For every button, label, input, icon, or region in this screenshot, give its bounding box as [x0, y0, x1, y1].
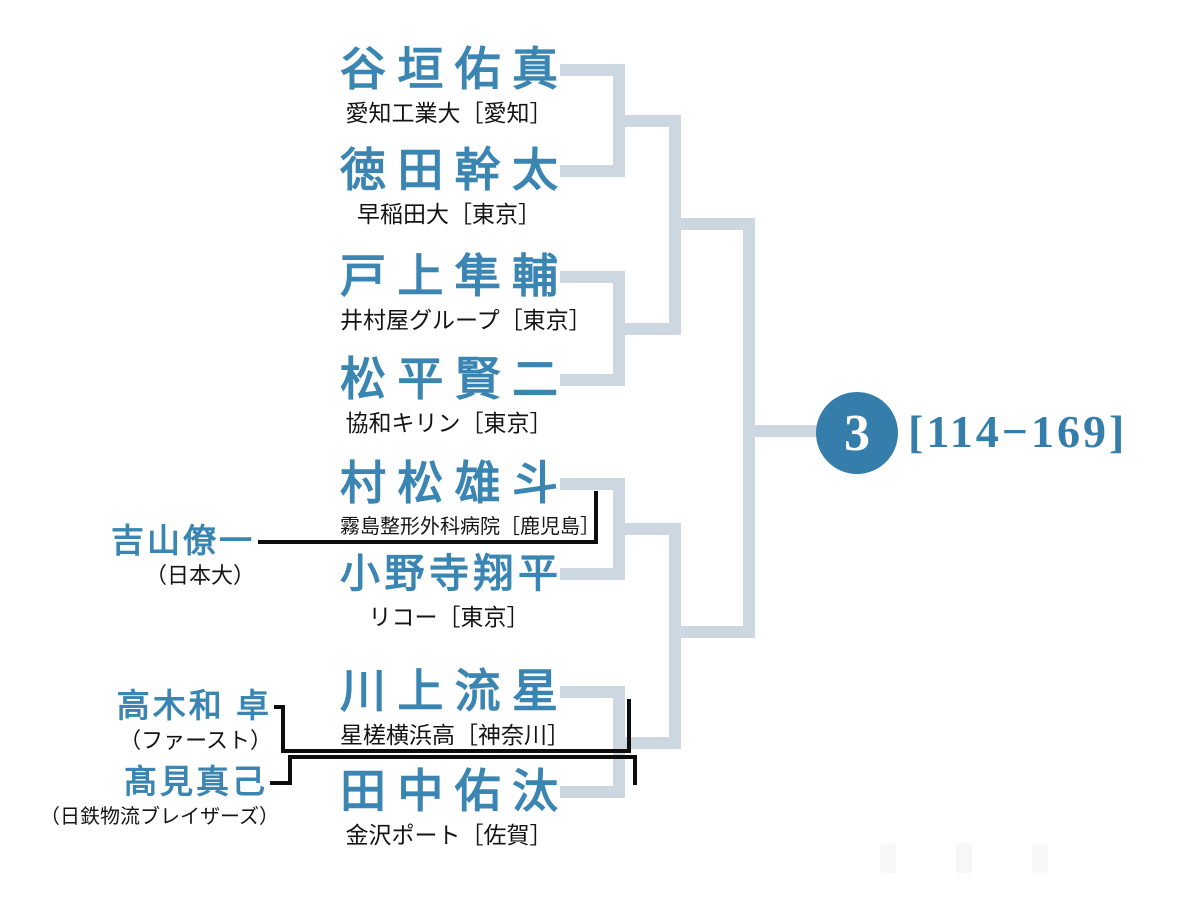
player-affiliation: リコー［東京］	[368, 604, 530, 630]
qualifier-affiliation: （ファースト）	[119, 728, 272, 753]
line-pair-1-2	[560, 64, 625, 177]
player-affiliation: 早稲田大［東京］	[357, 201, 541, 227]
player-affiliation: 星槎横浜高［神奈川］	[340, 722, 570, 748]
qualifier-name: 吉山僚一	[111, 524, 255, 560]
qualifier-slot-2: 高木和 卓 （ファースト）	[40, 687, 272, 754]
player-slot-5: 村松雄斗 霧島整形外科病院［鹿児島］	[340, 457, 600, 540]
player-slot-1: 谷垣佑真 愛知工業大［愛知］	[340, 43, 558, 126]
player-slot-4: 松平賢二 協和キリン［東京］	[340, 353, 558, 436]
line-qualifier-takami	[270, 755, 637, 785]
qualifier-name: 高木和 卓	[116, 689, 272, 725]
qualifier-slot-3: 髙見真己 （日鉄物流ブレイザーズ）	[40, 763, 279, 830]
player-name: 戸上隼輔	[340, 251, 558, 302]
player-name: 徳田幹太	[340, 145, 558, 196]
qualifier-slot-1: 吉山僚一 （日本大）	[40, 522, 255, 589]
line-qualifier-takagiwa	[274, 699, 631, 753]
player-name: 小野寺翔平	[340, 551, 558, 596]
qualifier-affiliation: （日本大）	[144, 563, 255, 588]
player-slot-6: 小野寺翔平 リコー［東京］	[340, 547, 558, 630]
player-slot-8: 田中佑汰 金沢ポート［佐賀］	[340, 765, 558, 848]
player-affiliation: 金沢ポート［佐賀］	[345, 822, 553, 848]
player-affiliation: 協和キリン［東京］	[345, 410, 553, 436]
player-affiliation: 霧島整形外科病院［鹿児島］	[340, 516, 600, 538]
player-slot-7: 川上流星 星槎横浜高［神奈川］	[340, 665, 570, 748]
match-score: [114−169]	[908, 406, 1128, 457]
player-affiliation: 井村屋グループ［東京］	[340, 307, 592, 333]
match-seed-badge: 3	[816, 392, 898, 474]
watermark	[880, 843, 1140, 883]
player-slot-2: 徳田幹太 早稲田大［東京］	[340, 144, 558, 227]
match-seed-number: 3	[844, 404, 870, 462]
player-name: 村松雄斗	[340, 458, 558, 509]
player-name: 川上流星	[340, 666, 558, 717]
player-affiliation: 愛知工業大［愛知］	[345, 100, 553, 126]
player-name: 田中佑汰	[340, 766, 558, 817]
qualifier-name: 髙見真己	[124, 765, 268, 801]
player-name: 松平賢二	[340, 354, 558, 405]
player-slot-3: 戸上隼輔 井村屋グループ［東京］	[340, 250, 592, 333]
qualifier-affiliation: （日鉄物流ブレイザーズ）	[40, 806, 279, 828]
player-name: 谷垣佑真	[340, 44, 558, 95]
line-qualifier-yoshiyama	[258, 491, 598, 544]
